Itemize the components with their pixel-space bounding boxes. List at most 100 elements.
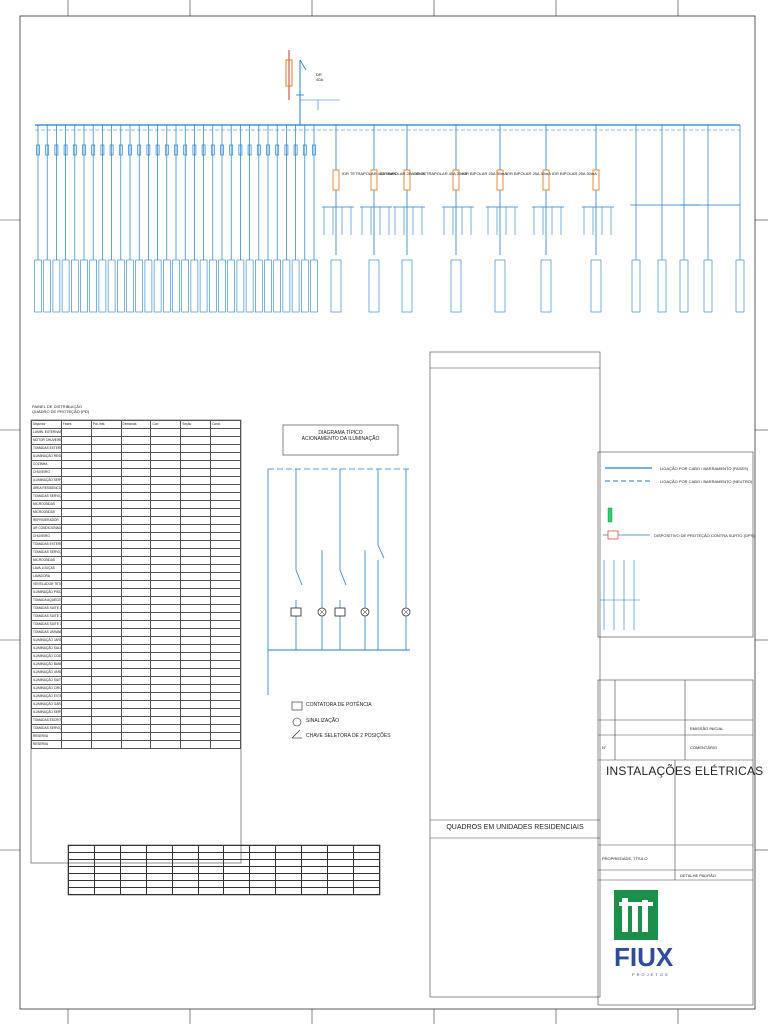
table-header-cell: Disjuntor — [31, 420, 62, 429]
terminal-box — [227, 259, 235, 313]
idr-breaker-symbol — [496, 169, 504, 191]
terminal-box — [282, 259, 291, 313]
branch-breaker — [284, 144, 289, 156]
branch-breaker — [192, 144, 197, 156]
terminal-box — [71, 259, 79, 313]
terminal-box — [494, 259, 506, 313]
terminal-labels-row — [34, 259, 745, 313]
left-header: PAINEL DE DISTRIBUIÇÃO QUADRO DE PROTEÇÃ… — [32, 404, 90, 414]
table-row: TOMADAS SUITE 1 — [31, 604, 241, 613]
table-row: REFRIGERADOR — [31, 516, 241, 525]
branch-breaker — [164, 144, 169, 156]
idr-breaker-group — [322, 125, 614, 255]
legend-neutral-label: LIGAÇÃO POR CABO / BARRAMENTO (NEUTRO) — [660, 479, 753, 484]
branch-breaker — [247, 144, 252, 156]
idr-breaker-symbol — [403, 169, 411, 191]
branch-breaker — [72, 144, 77, 156]
summary-row — [68, 859, 381, 867]
branch-breaker — [220, 144, 224, 156]
terminal-box — [199, 259, 208, 313]
table-row: ILUMINAÇÃO BANHEIRO — [31, 660, 241, 669]
terminal-box — [245, 259, 254, 313]
table-row: ILUMINAÇÃO SALAS — [31, 644, 241, 653]
terminal-box — [172, 259, 180, 313]
terminal-box — [209, 259, 217, 313]
terminal-box — [450, 259, 462, 313]
idr-label: IDR BIPOLAR 25A 30mA — [380, 171, 425, 176]
table-header-cell: Demanda — [120, 420, 152, 429]
branch-breaker — [36, 144, 40, 156]
terminal-box — [107, 259, 116, 313]
right-legend-box — [597, 451, 754, 638]
title-block — [597, 679, 754, 1006]
terminal-box — [310, 259, 318, 313]
table-row: ILUMINAÇÃO SUITES — [31, 676, 241, 685]
branch-breaker — [155, 144, 160, 156]
terminal-box — [52, 259, 61, 313]
table-row: ILUMINAÇÃO PISCINA — [31, 588, 241, 597]
terminal-box — [703, 259, 713, 313]
table-row: ILUMINAÇÃO VARANDA — [31, 668, 241, 677]
fiux-logo-mark — [614, 890, 658, 940]
project-title: INSTALAÇÕES ELÉTRICAS — [606, 764, 764, 778]
branch-breaker — [54, 144, 59, 156]
table-row: ILUMINAÇÃO GARAGEM — [31, 700, 241, 709]
terminal-box — [61, 259, 70, 313]
terminal-box — [590, 259, 602, 313]
terminal-box — [330, 259, 342, 313]
typical-diagram — [267, 424, 411, 739]
notes-section-heading: QUADROS EM UNIDADES RESIDENCIAIS — [446, 824, 584, 831]
brand-name: FIUX — [614, 942, 674, 972]
table-row: MICROONDAS — [31, 508, 241, 517]
typical-legend-1: CONTATORA DE POTÊNCIA — [306, 702, 372, 708]
table-row: ILUMINAÇÃO CIRCULAÇÃO — [31, 684, 241, 693]
terminal-box — [34, 259, 42, 313]
terminal-box — [190, 259, 199, 313]
table-row: TOMADAS EXTERNAS — [31, 540, 241, 549]
terminal-box — [368, 259, 380, 313]
terminal-box — [236, 259, 245, 313]
table-row: VENTILADOR TETO — [31, 580, 241, 589]
terminal-box — [679, 259, 689, 313]
terminal-box — [98, 259, 107, 313]
table-row: TOMADAS EXTERNAS — [31, 444, 241, 453]
table-row: TOMADAS VARANDA — [31, 628, 241, 637]
table-row: RESERVA — [31, 732, 241, 741]
table-row: CHUVEIRO — [31, 532, 241, 541]
branch-breaker — [312, 144, 316, 156]
terminal-box — [126, 259, 134, 313]
table-row: ILUMINAÇÃO SERVIÇO — [31, 476, 241, 485]
branch-breaker — [201, 144, 206, 156]
branch-breaker — [109, 144, 114, 156]
terminal-box — [264, 259, 272, 313]
summary-table — [68, 845, 381, 895]
idr-label: IDR BIPOLAR 25A 30mA — [506, 171, 551, 176]
table-header-cell: Cond. — [210, 420, 241, 429]
branch-breaker — [128, 144, 132, 156]
terminal-box — [631, 259, 641, 313]
table-row: LAVADORA — [31, 572, 241, 581]
terminal-box — [153, 259, 162, 313]
branch-breaker — [82, 144, 86, 156]
terminal-box — [657, 259, 667, 313]
branch-breaker — [183, 144, 188, 156]
table-row: ILUMINAÇÃO SERVIÇO — [31, 708, 241, 717]
terminal-box — [291, 259, 300, 313]
idr-label: IDR TETRAPOLAR 40A 30mA — [413, 171, 468, 176]
terminal-box — [43, 259, 52, 313]
terminal-box — [80, 259, 88, 313]
table-row: MICROONDAS — [31, 556, 241, 565]
branch-breaker — [174, 144, 178, 156]
branch-breaker — [137, 144, 142, 156]
branch-breaker — [63, 144, 68, 156]
table-row: TOMADAS SUITE 2 — [31, 612, 241, 621]
brand-tagline: PROJETOS — [632, 972, 670, 977]
table-row: MOTOR CHUVEIRO — [31, 436, 241, 445]
table-row: ÁREA RESIDENCIAL — [31, 484, 241, 493]
branch-breaker — [91, 144, 96, 156]
client-label: PROPRIEDADE, TÍTULO — [602, 856, 648, 861]
typical-legend-3: CHAVE SELETORA DE 2 POSIÇÕES — [306, 733, 391, 739]
legend-dps-label: DISPOSITIVO DE PROTEÇÃO CONTRA SURTO (DP… — [654, 533, 755, 538]
table-row: TOMADAS SUITE 3 — [31, 620, 241, 629]
